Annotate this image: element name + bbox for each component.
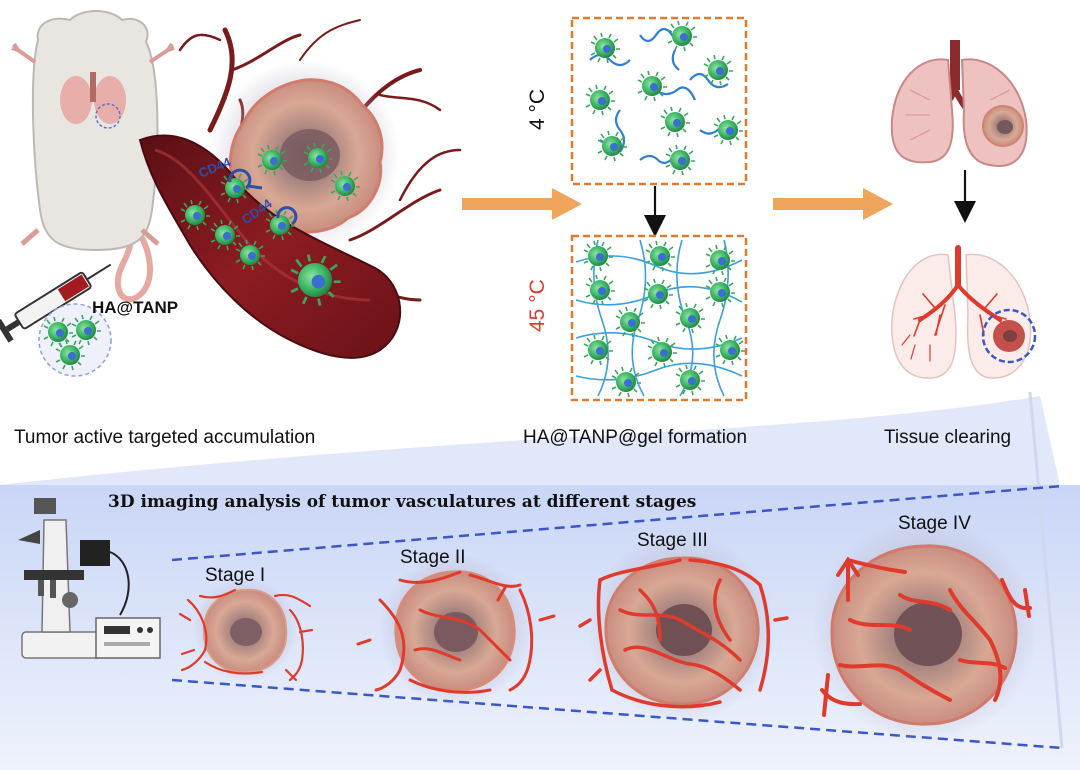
lungs-intact bbox=[890, 40, 1028, 167]
temp-cold-label: 4 °C bbox=[526, 88, 549, 130]
process-arrow-2 bbox=[773, 188, 893, 220]
stage-2-label: Stage II bbox=[400, 547, 466, 568]
zoom-edge-line bbox=[1028, 391, 1064, 749]
microscope-illustration bbox=[18, 498, 161, 659]
nanoparticle-label: HA@TANP bbox=[92, 298, 179, 317]
stage-1-label: Stage I bbox=[205, 565, 266, 586]
lungs-cleared bbox=[891, 245, 1037, 379]
tumor-stage-4 bbox=[813, 518, 1037, 742]
caption-gel-formation: HA@TANP@gel formation bbox=[523, 427, 748, 448]
temp-hot-label: 45 °C bbox=[526, 279, 549, 332]
nanoparticle-cluster-circle bbox=[38, 303, 112, 377]
process-arrow-1 bbox=[462, 188, 582, 220]
tumor-stage-2 bbox=[356, 554, 556, 706]
stage-4-label: Stage IV bbox=[898, 513, 971, 534]
stage-3-label: Stage III bbox=[637, 530, 708, 551]
tumor-stage-3 bbox=[578, 534, 789, 722]
mouse-illustration bbox=[11, 10, 175, 303]
syringe-illustration bbox=[0, 263, 112, 343]
perspective-line-top bbox=[171, 484, 1063, 562]
imaging-panel-title: 3D imaging analysis of tumor vasculature… bbox=[108, 492, 697, 512]
cd44-receptors bbox=[228, 168, 298, 226]
caption-accumulation: Tumor active targeted accumulation bbox=[14, 427, 316, 448]
zoom-wedge bbox=[0, 396, 1060, 485]
tumor-stage-1 bbox=[178, 578, 314, 682]
caption-tissue-clearing: Tissue clearing bbox=[884, 427, 1012, 448]
